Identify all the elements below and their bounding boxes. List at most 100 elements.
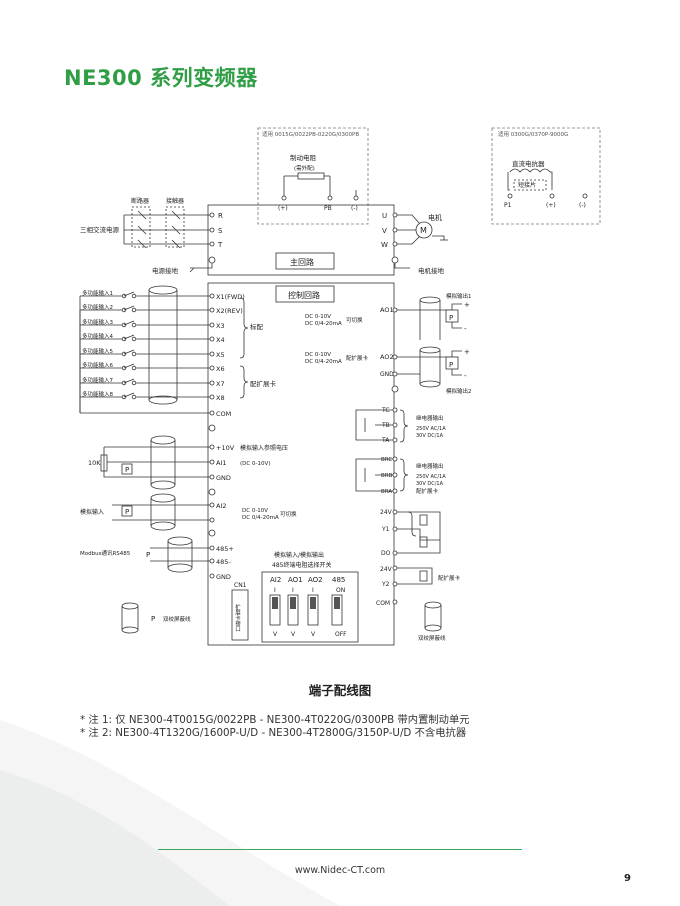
relay-rating-2a: 250V AC/1A [416,474,446,480]
ao1-minus: - [464,325,467,333]
footer-url[interactable]: www.Nidec-CT.com [294,865,386,876]
switch-name: AO1 [288,576,303,584]
relay-output-2: 继电器输出 [416,462,444,470]
bra-label: BRA [381,489,392,495]
diagram-caption: 端子配线图 [308,683,372,698]
note-1: * 注 1: 仅 NE300-4T0015G/0022PB - NE300-4T… [80,714,470,726]
brc-label: BRC [381,457,392,463]
y1-label: Y1 [381,526,390,533]
gnd-label: GND [216,474,231,482]
analog-input-label: 模拟输入 [80,508,104,516]
plus-label: (+) [278,205,288,212]
switch-top: I [312,587,314,594]
x-terminal-label: X1(FWD) [216,293,245,301]
brb-label: BRB [381,473,393,479]
multi-input-label: 多功能输入7 [82,376,114,384]
ao2-expansion: 配扩展卡 [346,354,369,362]
breaker-label: 断路器 [131,197,149,205]
pb-label: PB [324,205,332,212]
power-ground-label: 电源接地 [152,266,179,275]
dip-switch[interactable] [269,594,281,626]
relay-expansion: 配扩展卡 [416,487,439,495]
control-box [207,282,395,646]
switch-bottom: V [291,631,296,638]
p-label-ao1: P [449,314,453,322]
x-terminal-label: X7 [216,380,225,388]
gnd2-label: GND [216,573,231,581]
switch-top: I [292,587,294,594]
tc-label: TC [381,407,390,414]
switch-title-1: 模拟输入/模拟输出 [274,551,324,559]
terminal-v: V [382,227,387,235]
main-circuit-box [207,204,395,276]
ta-label: TA [381,437,390,444]
multi-input-label: 多功能输入5 [82,347,114,355]
ao2-range-2: DC 0/4-20mA [305,359,342,365]
relay-rating-1b: 30V DC/1A [416,433,444,439]
plus-label-2: (+) [546,202,556,209]
dip-switch[interactable] [307,594,319,626]
x-terminal-label: X6 [216,365,225,373]
p-label-1: P [125,466,129,474]
p1-label: P1 [504,202,512,209]
p-label-4: P [151,615,155,623]
dip-switch-knob [334,597,340,609]
main-circuit-label-box [275,252,335,270]
switch-bottom: V [273,631,278,638]
x-terminal-label: X2(REV) [216,307,243,315]
expansion-label: 配扩展卡 [250,379,277,388]
applicable-reactor-label: 适用 0300G/0370P-9000G [498,130,568,138]
r485m-label: 485- [216,558,231,566]
relay-output-1: 继电器输出 [416,414,444,422]
p-label-3: P [146,551,150,559]
x-com-label: COM [216,410,231,418]
page-number: 9 [624,873,631,884]
terminal-t: T [217,241,223,249]
terminal-s: S [218,227,223,235]
switch-name: 485 [332,576,345,584]
pot-label: 10K [88,459,101,467]
com-label: COM [376,600,390,607]
modbus-label: Modbus通讯RS485 [80,549,131,557]
ao1-label: AO1 [380,306,394,314]
note-2: * 注 2: NE300-4T1320G/1600P-U/D - NE300-4… [80,727,467,739]
r485p-label: 485+ [216,545,234,553]
y2-expansion: 配扩展卡 [438,574,461,582]
analog-output-2-label: 模拟输出2 [446,387,472,395]
motor-ground-label: 电机接地 [418,266,445,275]
standard-label: 标配 [250,322,264,331]
terminal-w: W [381,241,388,249]
rst-lines [123,210,212,249]
ai2-switchable: 可切换 [280,510,297,518]
dip-switch[interactable] [331,594,343,626]
x-terminal-label: X8 [216,394,225,402]
ai2-range-1: DC 0-10V [242,508,268,514]
multi-input-label: 多功能输入1 [82,289,113,297]
tb-label: TB [381,422,390,429]
x-terminal-label: X5 [216,351,225,359]
multi-input-label: 多功能输入3 [82,318,114,326]
control-circuit-label-box [275,285,335,303]
switch-top: ON [336,587,345,594]
motor-letter: M [420,226,427,235]
multi-input-label: 多功能输入2 [82,303,113,311]
dip-switch-knob [272,597,278,609]
ao2-minus: - [464,372,467,380]
ai1-range: (DC 0-10V) [240,461,270,467]
main-circuit-label: 主回路 [290,257,314,267]
v24-label-1: 24V [380,509,393,516]
dip-switch[interactable] [287,594,299,626]
twisted-shield-left: 双绞屏蔽线 [163,615,191,623]
y2-label: Y2 [381,581,390,588]
do-label: DO [381,550,391,557]
switch-top: I [274,587,276,594]
x-terminal-label: X3 [216,322,225,330]
ao-gnd-label: GND [380,371,394,378]
ref-voltage-label: 模拟输入参照电压 [240,444,288,452]
footer-divider [158,849,522,850]
cn1-label: CN1 [234,582,247,589]
contactor-label: 接触器 [166,197,184,205]
ten-v-label: +10V [216,444,235,452]
three-phase-label: 三相交流电源 [80,225,120,234]
